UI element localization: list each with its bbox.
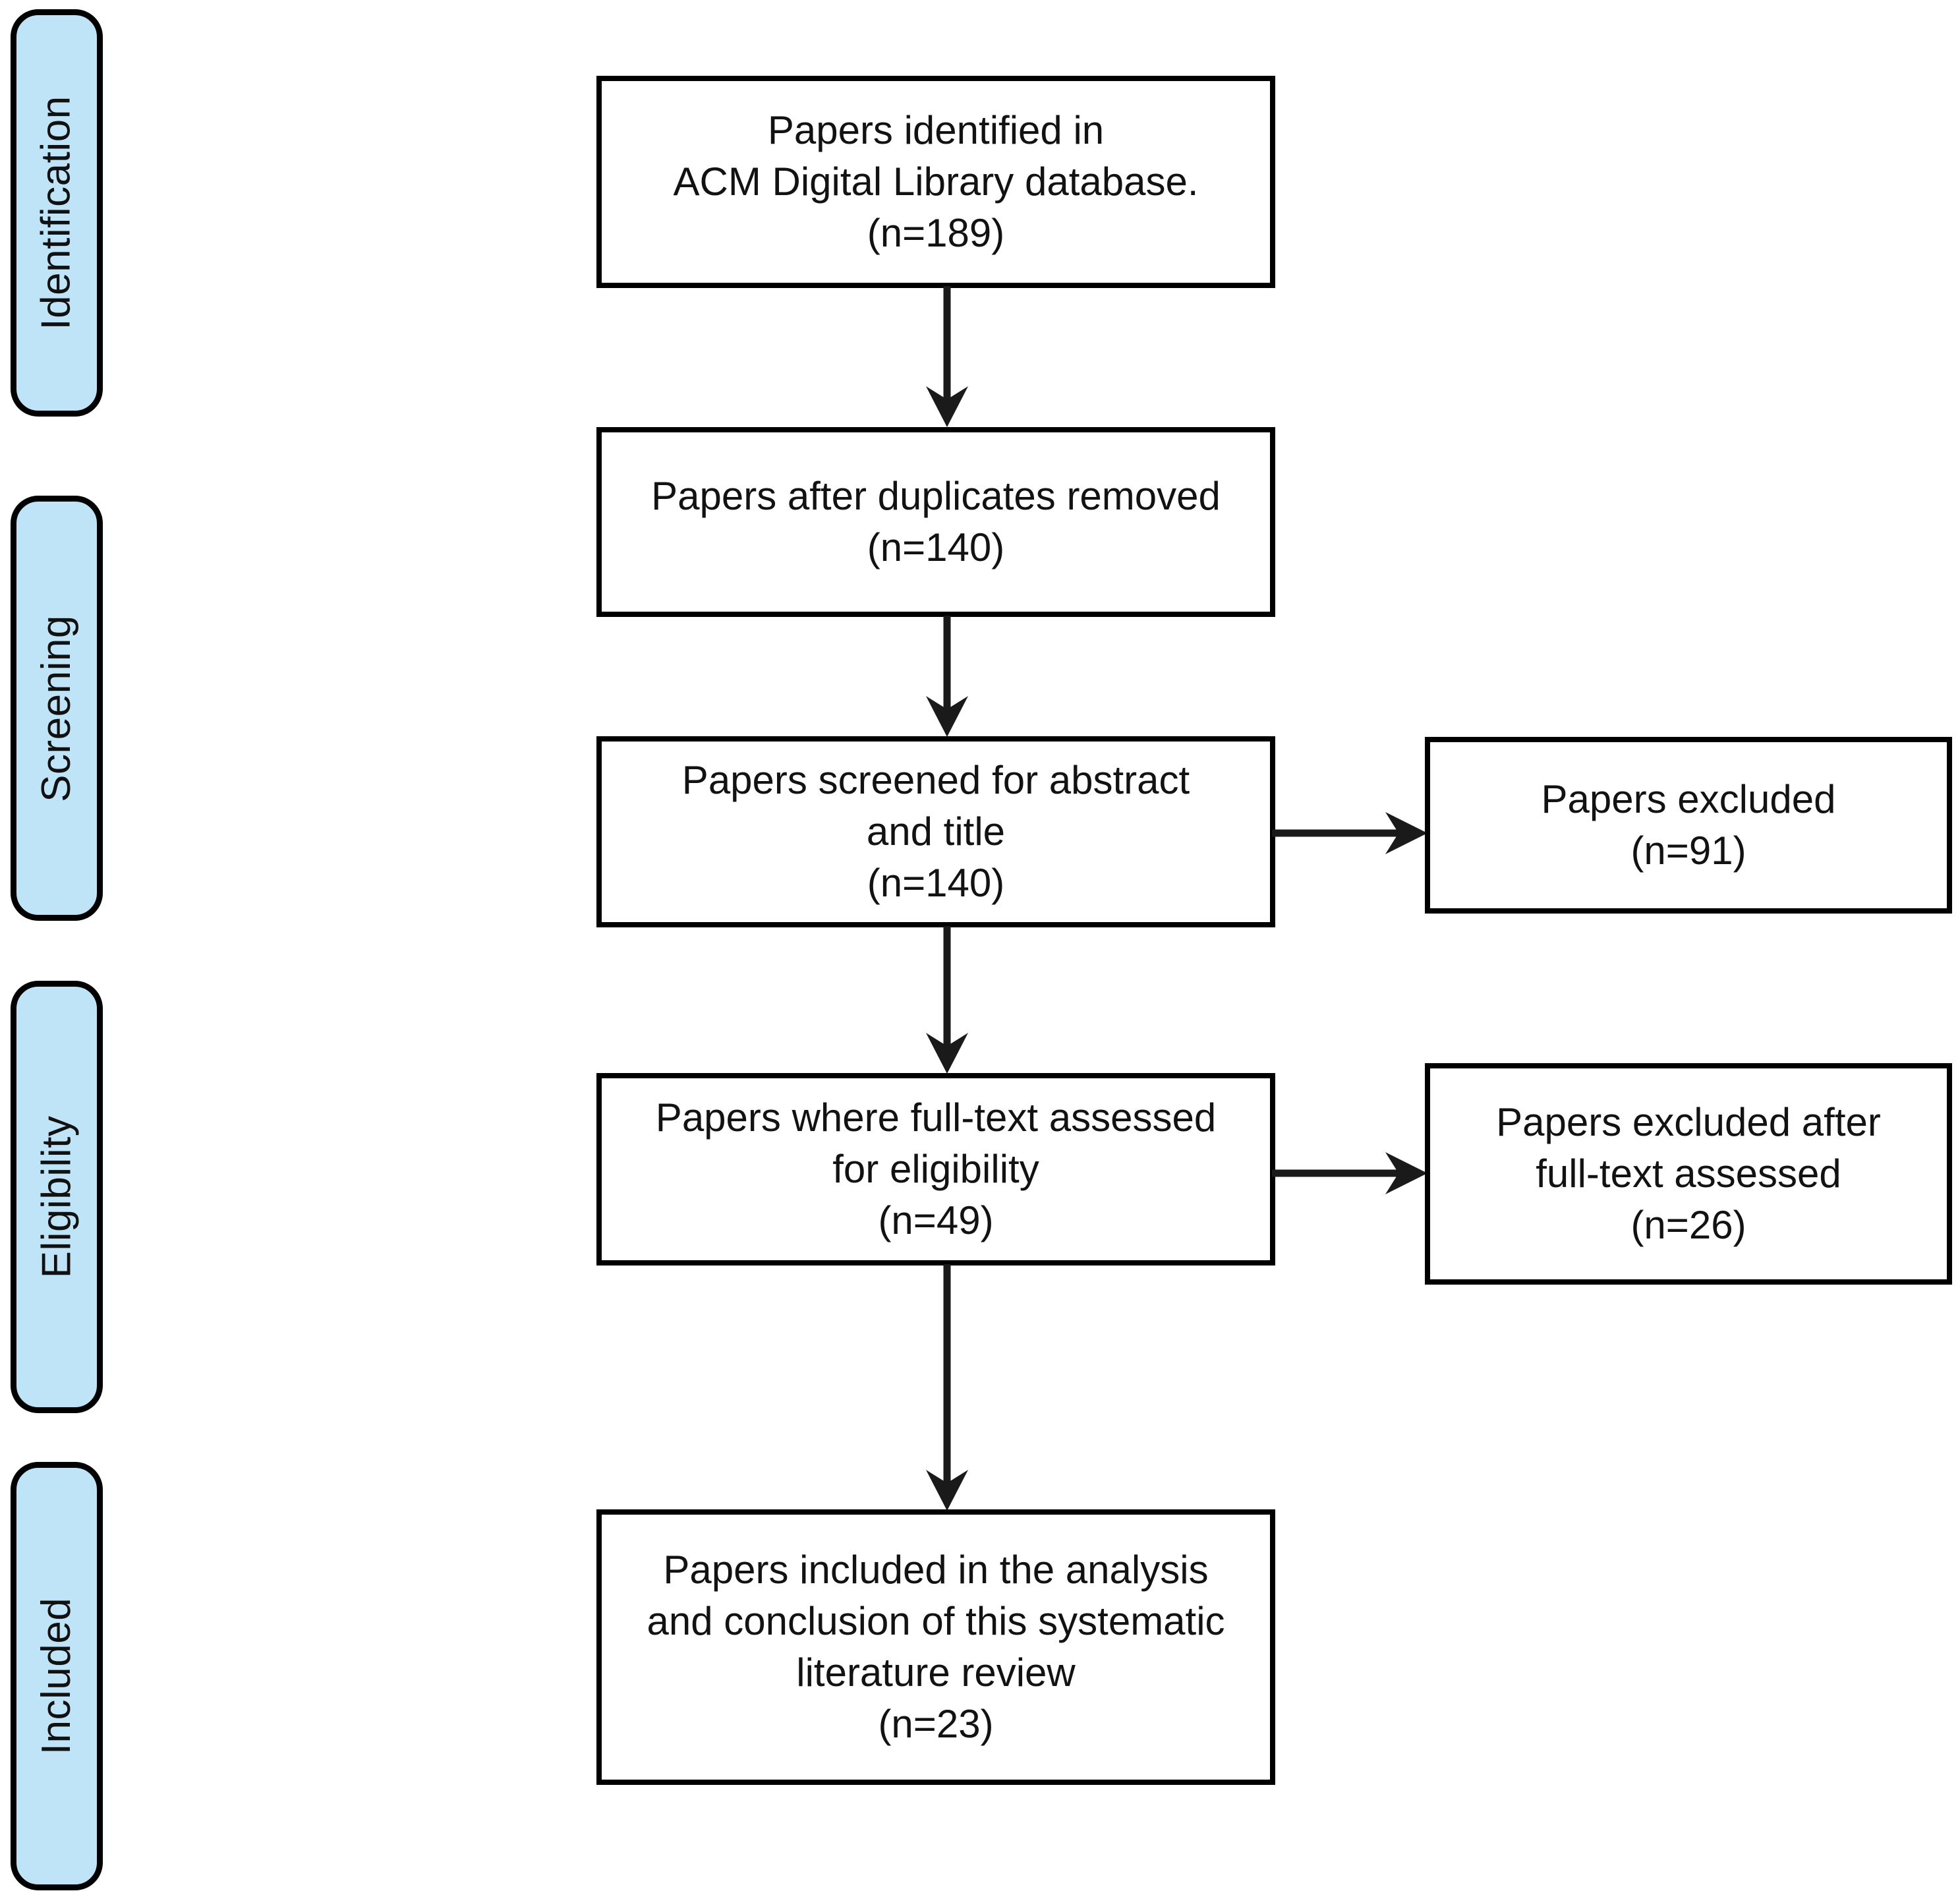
box-papers-included: Papers included in the analysis and conc… <box>596 1509 1275 1785</box>
connector-full-text-to-excluded-after <box>1272 1152 1430 1194</box>
box-papers-excluded-after-full-text: Papers excluded after full-text assessed… <box>1425 1063 1952 1285</box>
box-papers-excluded-text: Papers excluded (n=91) <box>1541 777 1836 873</box>
stage-label-identification-text: Identification <box>34 96 79 330</box>
connector-screened-to-full-text <box>917 926 977 1076</box>
box-papers-screened: Papers screened for abstract and title (… <box>596 736 1275 927</box>
connector-full-text-to-included <box>917 1264 977 1513</box>
box-papers-excluded: Papers excluded (n=91) <box>1425 737 1952 914</box>
stage-label-included: Included <box>11 1462 103 1890</box>
connector-screened-to-excluded <box>1272 812 1430 854</box>
box-papers-identified-text: Papers identified in ACM Digital Library… <box>673 108 1199 255</box>
stage-label-screening-text: Screening <box>34 614 79 802</box>
stage-label-eligibility: Eligibility <box>11 981 103 1413</box>
connector-after-duplicates-to-screened <box>917 616 977 740</box>
box-papers-identified: Papers identified in ACM Digital Library… <box>596 76 1275 288</box>
box-papers-after-duplicates-text: Papers after duplicates removed (n=140) <box>651 474 1221 569</box>
stage-label-included-text: Included <box>34 1597 80 1755</box>
box-papers-after-duplicates: Papers after duplicates removed (n=140) <box>596 427 1275 617</box>
box-papers-full-text-assessed: Papers where full-text assessed for elig… <box>596 1073 1275 1266</box>
box-papers-included-text: Papers included in the analysis and conc… <box>647 1548 1225 1746</box>
box-papers-screened-text: Papers screened for abstract and title (… <box>681 758 1190 905</box>
box-papers-excluded-after-full-text-text: Papers excluded after full-text assessed… <box>1496 1100 1881 1247</box>
connector-identified-to-after-duplicates <box>917 286 977 430</box>
box-papers-full-text-assessed-text: Papers where full-text assessed for elig… <box>655 1095 1217 1242</box>
stage-label-eligibility-text: Eligibility <box>34 1115 80 1279</box>
stage-label-screening: Screening <box>11 496 103 921</box>
stage-label-identification: Identification <box>11 9 103 417</box>
